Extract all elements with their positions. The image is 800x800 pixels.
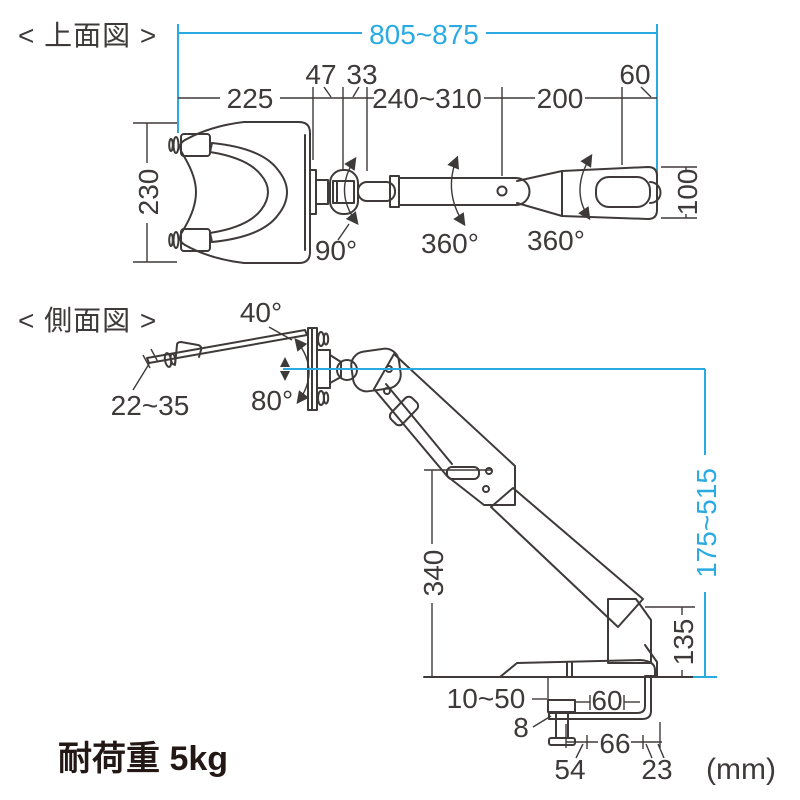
dim-200-label: 200 [537, 83, 584, 114]
side-view: < 側面図 > 22~35 40° [18, 297, 722, 785]
dim-54-label: 54 [554, 754, 585, 785]
angle-80-label: 80° [251, 385, 293, 416]
unit-label: (mm) [706, 753, 776, 786]
dim-135-label: 135 [668, 619, 699, 666]
side-view-title: < 側面図 > [18, 305, 157, 336]
angle-360b-label: 360° [527, 225, 585, 256]
dim-340-label: 340 [418, 550, 449, 597]
dim-60-top-label: 60 [619, 59, 650, 90]
dim-row-top: 225 240~310 200 47 33 60 [178, 59, 657, 176]
arm-side [350, 347, 644, 628]
bracket-knob-top [180, 133, 211, 157]
footer: 耐荷重 5kg (mm) [58, 740, 776, 786]
dim-8-label: 8 [513, 712, 529, 743]
dim-22-35-label: 22~35 [111, 390, 190, 421]
rotation-annotations: 90° 360° 360° [315, 153, 593, 266]
load-capacity-label: 耐荷重 5kg [58, 740, 228, 778]
dim-10-50-label: 10~50 [447, 683, 526, 714]
dim-340: 340 [418, 469, 492, 677]
dim-overall-width: 805~875 [177, 19, 658, 177]
clamp-base-top [561, 166, 662, 220]
arm-top [357, 170, 563, 217]
top-view-title: < 上面図 > [18, 20, 157, 51]
dim-100: 100 [661, 166, 703, 219]
dim-175-515: 175~515 [283, 368, 722, 678]
tilt-annotations: 40° 80° [240, 297, 310, 416]
forearm-link [490, 487, 644, 628]
dim-47-label: 47 [305, 59, 336, 90]
dim-overall-width-label: 805~875 [369, 19, 479, 50]
clamp-side [547, 676, 652, 746]
arm-pivot-hole [496, 185, 508, 197]
dim-33-label: 33 [346, 59, 377, 90]
monitor-bracket-top [168, 121, 329, 264]
clamp-dims: 10~50 8 60 66 54 23 [447, 683, 673, 785]
angle-360a-label: 360° [421, 228, 479, 259]
bracket-knob-bottom [180, 228, 211, 252]
dim-100-label: 100 [672, 169, 703, 216]
dim-240-310-label: 240~310 [372, 83, 482, 114]
dim-66-label: 66 [599, 728, 630, 759]
dim-230: 230 [133, 122, 177, 263]
dim-175-515-label: 175~515 [691, 468, 722, 578]
dim-230-label: 230 [133, 169, 164, 216]
dim-23-label: 23 [641, 754, 672, 785]
dim-135: 135 [645, 606, 699, 677]
dim-60-bottom-label: 60 [591, 685, 622, 716]
top-view: < 上面図 > 805~875 225 240~310 200 47 33 [18, 19, 703, 266]
dim-225-label: 225 [227, 83, 274, 114]
angle-90-label: 90° [315, 235, 357, 266]
angle-40-label: 40° [240, 297, 282, 328]
